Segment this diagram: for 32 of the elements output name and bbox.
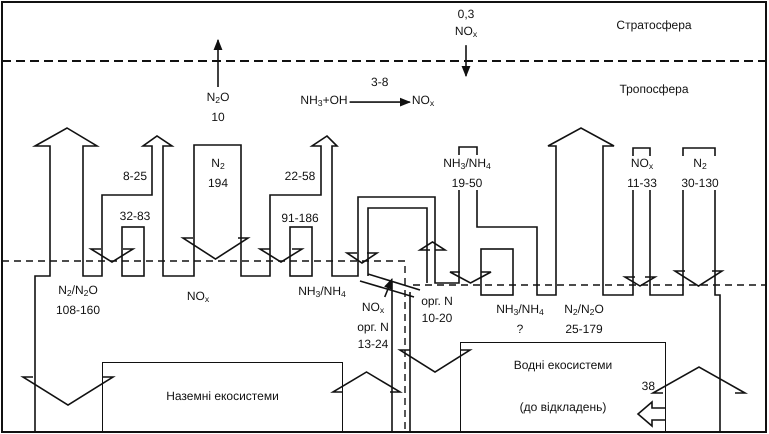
layer-label: Тропосфера (619, 81, 689, 98)
flux-label: N$_{2}$/N$_{2}$O 108-160 (54, 282, 102, 320)
arrow (462, 45, 470, 78)
flux-label: NH$_{3}$/NH$_{4}$ 19-50 (442, 155, 492, 192)
ecosystem-label: 38 (640, 378, 656, 395)
formula-label: N$_{2}$O 10 (205, 89, 231, 126)
ecosystem-box (102, 362, 343, 433)
flux-label: орг. N 10-20 (420, 293, 454, 327)
ecosystem-box (460, 342, 666, 433)
edge-label: 3-8 (371, 74, 388, 92)
flux-label: 8-25 (122, 168, 148, 185)
flux-label: N$_{2}$ 30-130 (680, 155, 720, 192)
flux-label: N$_{2}$ 194 (206, 155, 230, 192)
flux-label: NH$_{3}$/NH$_{4}$ (298, 283, 346, 302)
ecosystem-label: Водні екосистеми (512, 357, 614, 374)
formula-label: NH$_{3}$+OH (300, 92, 348, 112)
formula-label: NO$_{x}$ (412, 92, 434, 112)
arrow (384, 278, 393, 298)
ecosystem-label: Наземні екосистеми (165, 388, 280, 405)
ecosystem-label: (до відкладень) (518, 399, 608, 416)
formula-label: NO$_{x}$ орг. N 13-24 (354, 299, 392, 354)
flux-label: 32-83 (120, 208, 150, 225)
flux-label: NH$_{3}$/NH$_{4}$ ? (495, 301, 545, 338)
formula-label: 0,3 NO$_{x}$ (453, 6, 479, 44)
arrow (350, 98, 411, 107)
flux-label: NO$_{x}$ 11-33 (626, 155, 658, 192)
flux-label: 22-58 (284, 168, 316, 185)
layer-label: Стратосфера (616, 17, 692, 34)
arrow (214, 38, 222, 87)
flux-label: 91-186 (281, 210, 319, 227)
flux-label: N$_{2}$/N$_{2}$O 25-179 (563, 301, 605, 338)
flux-label: NO$_{x}$ (186, 288, 210, 306)
